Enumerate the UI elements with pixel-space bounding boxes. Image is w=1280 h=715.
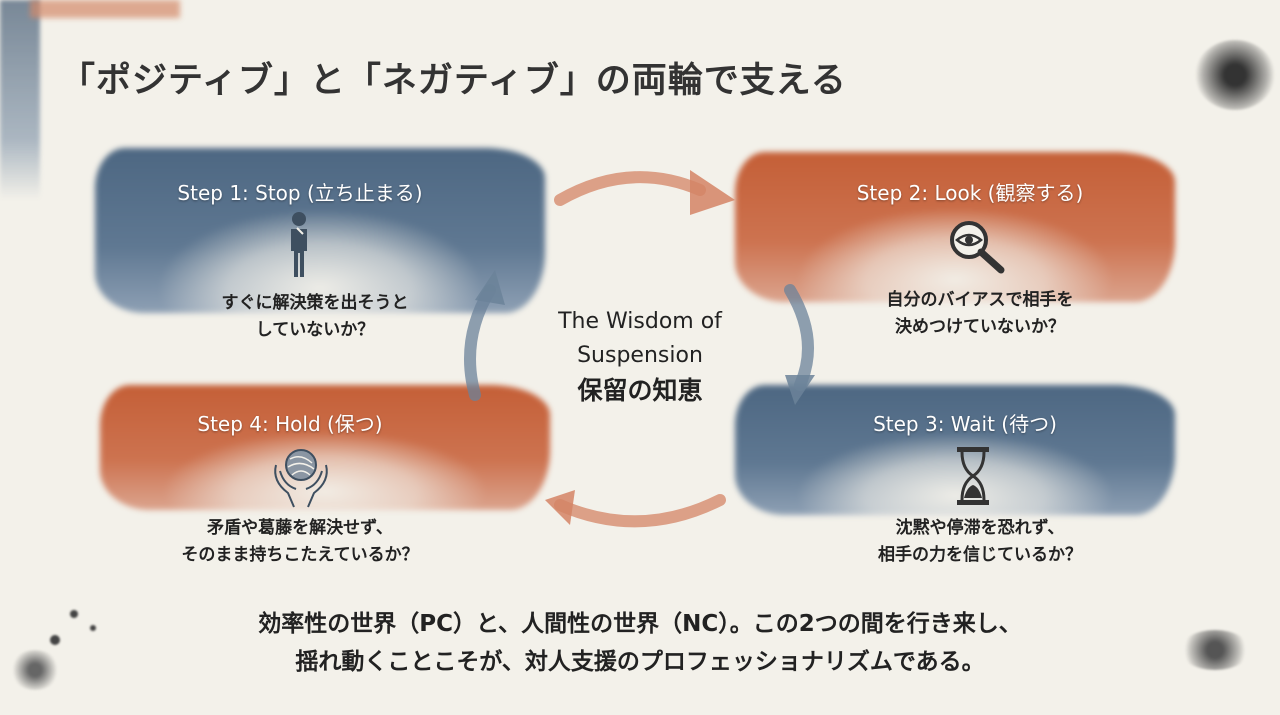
question-line: そのまま持ちこたえているか？ <box>181 545 419 565</box>
step-2-brush-background <box>735 152 1175 302</box>
thinking-person-icon <box>291 212 307 277</box>
step-2-title: Step 2: Look (観察する) <box>856 181 1084 205</box>
conclusion-text: 効率性の世界（PC）と、人間性の世界（NC）。この2つの間を行き来し、 揺れ動く… <box>0 605 1280 681</box>
step-3-title: Step 3: Wait (待つ) <box>873 412 1057 436</box>
decorative-ink-splash <box>1180 630 1250 670</box>
arrow-step1-to-step2 <box>554 171 706 206</box>
decorative-ink-splash <box>1195 40 1275 110</box>
decorative-ink-dot <box>70 610 78 618</box>
question-line: 決めつけていないか？ <box>895 317 1065 337</box>
magnifier-eye-icon <box>950 221 1005 274</box>
question-line: 自分のバイアスで相手を <box>886 290 1074 310</box>
hands-holding-sphere-icon <box>274 449 328 508</box>
step-1-brush-background <box>95 148 545 313</box>
page-title: 「ポジティブ」と「ネガティブ」の両輪で支える <box>60 61 847 101</box>
step-3-brush-background <box>735 385 1175 515</box>
step-2-question: 自分のバイアスで相手を 決めつけていないか？ <box>780 287 1180 341</box>
decorative-ink-dot <box>50 635 60 645</box>
decorative-brush-stroke <box>30 0 180 18</box>
question-line: していないか？ <box>255 320 375 340</box>
decorative-ink-dot <box>90 625 96 631</box>
decorative-brush-stroke <box>0 0 40 200</box>
question-line: すぐに解決策を出そうと <box>221 293 409 313</box>
step-3-question: 沈黙や停滞を恐れず、 相手の力を信じているか？ <box>780 515 1180 569</box>
conclusion-line-2: 揺れ動くことこそが、対人支援のプロフェッショナリズムである。 <box>295 649 985 675</box>
question-line: 相手の力を信じているか？ <box>878 545 1082 565</box>
center-english-title: The Wisdom of Suspension <box>558 309 722 368</box>
step-1-title: Step 1: Stop (立ち止まる) <box>177 181 423 205</box>
center-japanese-title: 保留の知恵 <box>577 376 703 405</box>
question-line: 沈黙や停滞を恐れず、 <box>895 518 1065 538</box>
arrow-step3-to-step4 <box>554 494 726 528</box>
arrowhead-icon <box>475 270 505 305</box>
step-4-brush-background <box>100 385 550 510</box>
center-label: The Wisdom of Suspension 保留の知恵 <box>520 305 760 409</box>
question-line: 矛盾や葛藤を解決せず、 <box>207 518 393 538</box>
arrowhead-icon <box>690 170 735 215</box>
arrowhead-icon <box>785 375 815 405</box>
conclusion-line-1: 効率性の世界（PC）と、人間性の世界（NC）。この2つの間を行き来し、 <box>258 611 1022 637</box>
hourglass-icon <box>957 447 989 505</box>
arrowhead-icon <box>545 490 575 525</box>
step-1-question: すぐに解決策を出そうと していないか？ <box>135 290 495 344</box>
step-4-question: 矛盾や葛藤を解決せず、 そのまま持ちこたえているか？ <box>100 515 500 569</box>
step-4-title: Step 4: Hold (保つ) <box>197 412 383 436</box>
decorative-ink-splash <box>10 650 60 690</box>
